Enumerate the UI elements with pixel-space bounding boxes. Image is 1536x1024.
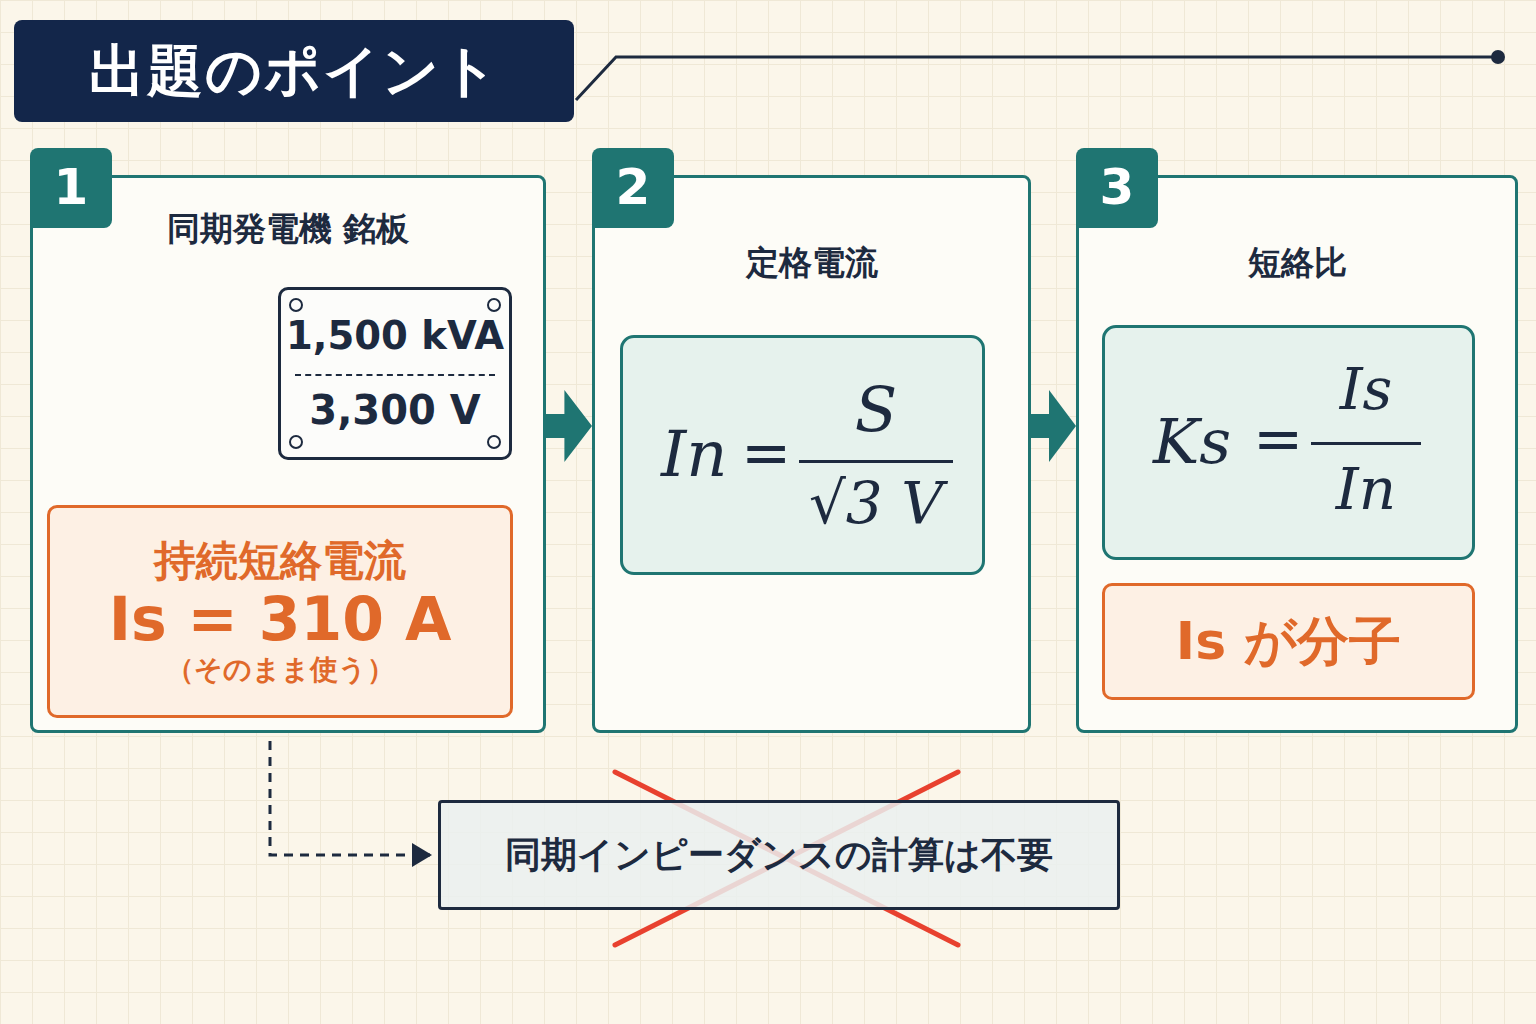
arrow-head xyxy=(412,843,432,867)
dashed-line xyxy=(270,741,430,855)
formula-term: √3 V xyxy=(801,470,951,537)
formula-term: S xyxy=(801,374,951,445)
title-text: 出題のポイント xyxy=(89,39,500,103)
highlight-box: Is が分子 xyxy=(1102,583,1475,700)
box-text: 1,500 kVA xyxy=(286,314,504,358)
screw xyxy=(289,435,303,449)
title-leader-line xyxy=(576,50,1505,100)
fraction-bar xyxy=(1311,442,1421,445)
connector-arrow xyxy=(270,741,432,867)
box-text: 定格電流 xyxy=(595,244,1028,282)
block-arrow xyxy=(546,390,592,462)
screw xyxy=(487,298,501,312)
formula-term: Is xyxy=(1311,356,1421,423)
step-number: 3 xyxy=(1100,159,1135,217)
box-text: Is = 310 A xyxy=(109,585,452,654)
step-badge: 2 xyxy=(592,148,674,228)
connector-arrow xyxy=(1031,390,1076,462)
formula-term: In xyxy=(661,418,728,492)
step-panel: 定格電流2In=S√3 V xyxy=(592,175,1031,733)
given-value-box: 持続短絡電流Is = 310 A（そのまま使う） xyxy=(47,505,513,718)
step-number: 1 xyxy=(54,159,89,217)
step-badge: 1 xyxy=(30,148,112,228)
note-box: 同期インピーダンスの計算は不要 xyxy=(438,800,1120,910)
formula-term: = xyxy=(1253,404,1303,473)
box-text: 短絡比 xyxy=(1079,244,1515,282)
connector-arrow xyxy=(546,390,592,462)
formula-box: In=S √3 V xyxy=(620,335,985,575)
box-text: 持続短絡電流 xyxy=(154,537,406,585)
formula-box: Ks =IsIn xyxy=(1102,325,1475,560)
formula-term: In xyxy=(1311,456,1421,523)
formula-term: Ks xyxy=(1153,406,1231,477)
title-banner: 出題のポイント xyxy=(14,20,574,122)
screw xyxy=(289,298,303,312)
block-arrow xyxy=(1031,390,1076,462)
formula-term: = xyxy=(741,418,791,487)
step-badge: 3 xyxy=(1076,148,1158,228)
nameplate: 1,500 kVA 3,300 V xyxy=(278,287,512,460)
box-text: （そのまま使う） xyxy=(166,654,395,686)
fraction-bar xyxy=(799,460,953,463)
nameplate-divider xyxy=(295,374,495,376)
box-text: Is が分子 xyxy=(1176,612,1401,672)
screw xyxy=(487,435,501,449)
step-number: 2 xyxy=(616,159,651,217)
step-panel: 同期発電機 銘板11,500 kVA3,300 V持続短絡電流Is = 310 … xyxy=(30,175,546,733)
box-text: 同期インピーダンスの計算は不要 xyxy=(505,834,1053,875)
box-text: 3,300 V xyxy=(309,387,480,433)
step-panel: 短絡比3Ks=IsInIs が分子 xyxy=(1076,175,1518,733)
